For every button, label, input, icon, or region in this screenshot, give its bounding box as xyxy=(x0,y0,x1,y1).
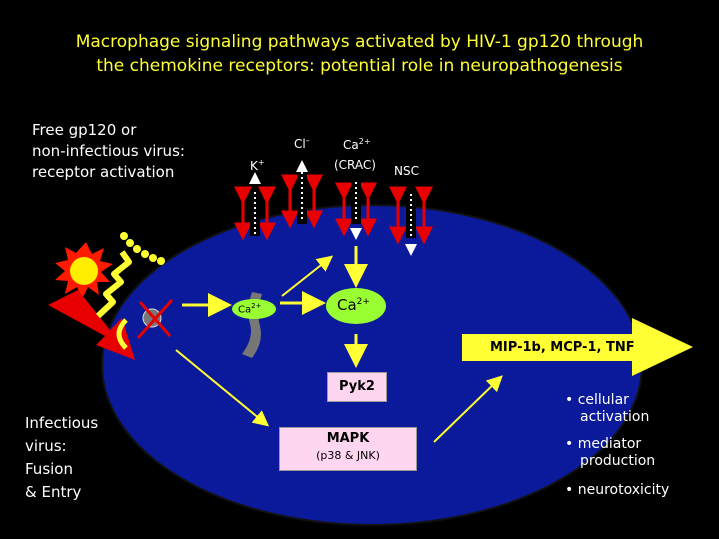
g-protein-blocked-icon xyxy=(136,298,174,340)
k-label: K+ xyxy=(250,158,265,173)
mapk-box: MAPK (p38 & JNK) xyxy=(279,427,417,471)
output-arrow xyxy=(462,318,693,376)
pyk2-box: Pyk2 xyxy=(327,372,387,402)
cl-channel xyxy=(281,160,323,229)
k-channel xyxy=(234,172,276,241)
mapk-to-output-arrow xyxy=(433,375,503,443)
output-arrow-label: MIP-1b, MCP-1, TNF xyxy=(490,340,635,355)
outcome-item: • neurotoxicity xyxy=(565,482,670,498)
cell-body xyxy=(101,204,643,526)
receptor-to-mapk-arrow xyxy=(175,349,270,427)
ca-big-label: Ca2+ xyxy=(337,296,370,314)
nsc-channel xyxy=(389,186,433,256)
outcome-item: • mediator production xyxy=(565,436,656,469)
page-title: Macrophage signaling pathways activated … xyxy=(75,32,644,76)
ca-small-label: Ca2+ xyxy=(238,302,262,316)
fusion-entry-arrow xyxy=(48,290,135,360)
infectious-virus-label: Infectious virus: Fusion & Entry xyxy=(25,414,99,501)
nsc-label: NSC xyxy=(394,164,419,178)
er-to-cabig-arrow xyxy=(281,255,334,297)
ca-channel-label: Ca2+ xyxy=(343,137,371,152)
receptor-dots-icon xyxy=(120,232,165,265)
chemokine-receptor-icon xyxy=(95,250,132,319)
outcome-item: • cellular activation xyxy=(565,392,650,425)
ca-small-ellipse xyxy=(232,299,276,319)
ca-big-ellipse xyxy=(326,288,386,324)
free-gp120-label: Free gp120 or non-infectious virus: rece… xyxy=(32,121,185,181)
crac-channel xyxy=(335,180,377,240)
outcomes-list: • cellular activation • mediator product… xyxy=(565,392,669,499)
crac-label: (CRAC) xyxy=(334,158,376,172)
cl-label: Cl– xyxy=(294,136,310,151)
